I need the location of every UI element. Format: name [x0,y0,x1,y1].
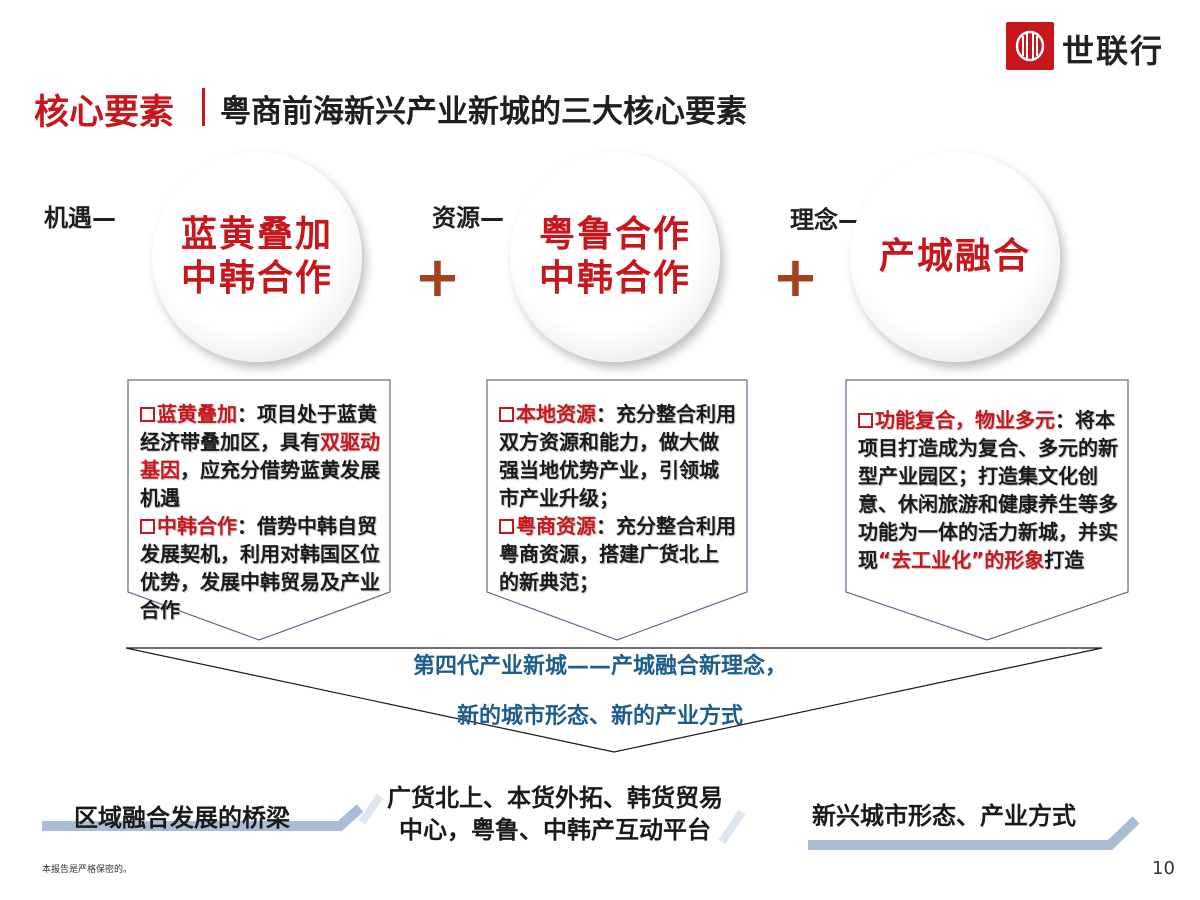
callout-box-concept: 功能复合，物业多元：将本项目打造成为复合、多元的新型产业园区；打造集文化创意、休… [858,406,1120,574]
plus-sign: + [414,245,461,310]
title-separator [202,88,205,126]
bullet-square-icon [499,407,514,422]
callout-box-resource: 本地资源：充分整合利用双方资源和能力，做大做强当地优势产业，引领城市产业升级； … [499,400,737,596]
pillar-circle-resource: 粤鲁合作 中韩合作 [510,152,720,362]
bullet-square-icon [140,519,155,534]
callout-text: ：充分整合利用双方资源和能力，做大做强当地优势产业，引领城市产业升级； [499,402,736,510]
callout-box-opportunity: 蓝黄叠加：项目处于蓝黄经济带叠加区，具有双驱动基因，应充分借势蓝黄发展机遇 中韩… [140,400,380,624]
bottom-center-label: 广货北上、本货外拓、韩货贸易 中心，粤鲁、中韩产互动平台 [360,782,750,846]
callout-text: ：借势中韩自贸发展契机，利用对韩国区位优势，发展中韩贸易及产业合作 [140,514,380,622]
callout-heading: 本地资源 [516,402,596,426]
callout-text: ：将本项目打造成为复合、多元的新型产业园区；打造集文化创意、休闲旅游和健康养生等… [858,408,1118,572]
brand-logo-icon [1006,22,1054,70]
pillar-circle-opportunity: 蓝黄叠加 中韩合作 [152,152,362,362]
pillar-prefix-opportunity: 机遇— [44,204,116,232]
pillar-circle-concept: 产城融合 [850,152,1060,362]
pillar-line: 中韩合作 [180,258,333,299]
funnel-line-1: 第四代产业新城——产城融合新理念， [412,654,787,679]
title-key: 核心要素 [34,93,175,133]
pillar-line: 中韩合作 [538,258,691,299]
callout-heading: 蓝黄叠加 [157,402,237,426]
callout-heading: 功能复合，物业多元 [875,408,1055,432]
bottom-center-line: 广货北上、本货外拓、韩货贸易 [387,784,723,812]
page-title: 粤商前海新兴产业新城的三大核心要素 [220,94,747,130]
bullet-square-icon [499,519,514,534]
callout-text: ，应充分借势蓝黄发展机遇 [140,458,380,510]
bullet-square-icon [858,413,873,428]
plus-sign: + [772,245,819,310]
callout-highlight: “去工业化”的形象 [878,548,1045,572]
bottom-center-line: 中心，粤鲁、中韩产互动平台 [399,816,711,844]
bottom-left-label: 区域融合发展的桥梁 [74,804,290,832]
pillar-prefix-resource: 资源— [432,204,504,232]
pillar-line: 蓝黄叠加 [180,214,333,255]
callout-heading: 粤商资源 [516,514,596,538]
callout-text: ：项目处于蓝黄经济带叠加区，具有 [140,402,377,454]
callout-highlight: 双驱动基因 [140,430,380,482]
callout-heading: 中韩合作 [157,514,237,538]
funnel-line-2: 新的城市形态、新的产业方式 [456,704,743,729]
confidential-footnote: 本报告是严格保密的。 [42,865,133,875]
brand-name: 世联行 [1062,32,1165,70]
page-number: 10 [1152,858,1175,879]
pillar-line: 粤鲁合作 [538,214,691,255]
pillar-prefix-concept: 理念— [790,206,862,234]
callout-text: ：充分整合利用粤商资源，搭建广货北上的新典范； [499,514,736,594]
bottom-right-label: 新兴城市形态、产业方式 [812,802,1076,830]
bullet-square-icon [140,407,155,422]
callout-text: 打造 [1044,548,1085,572]
pillar-line: 产城融合 [878,236,1031,277]
